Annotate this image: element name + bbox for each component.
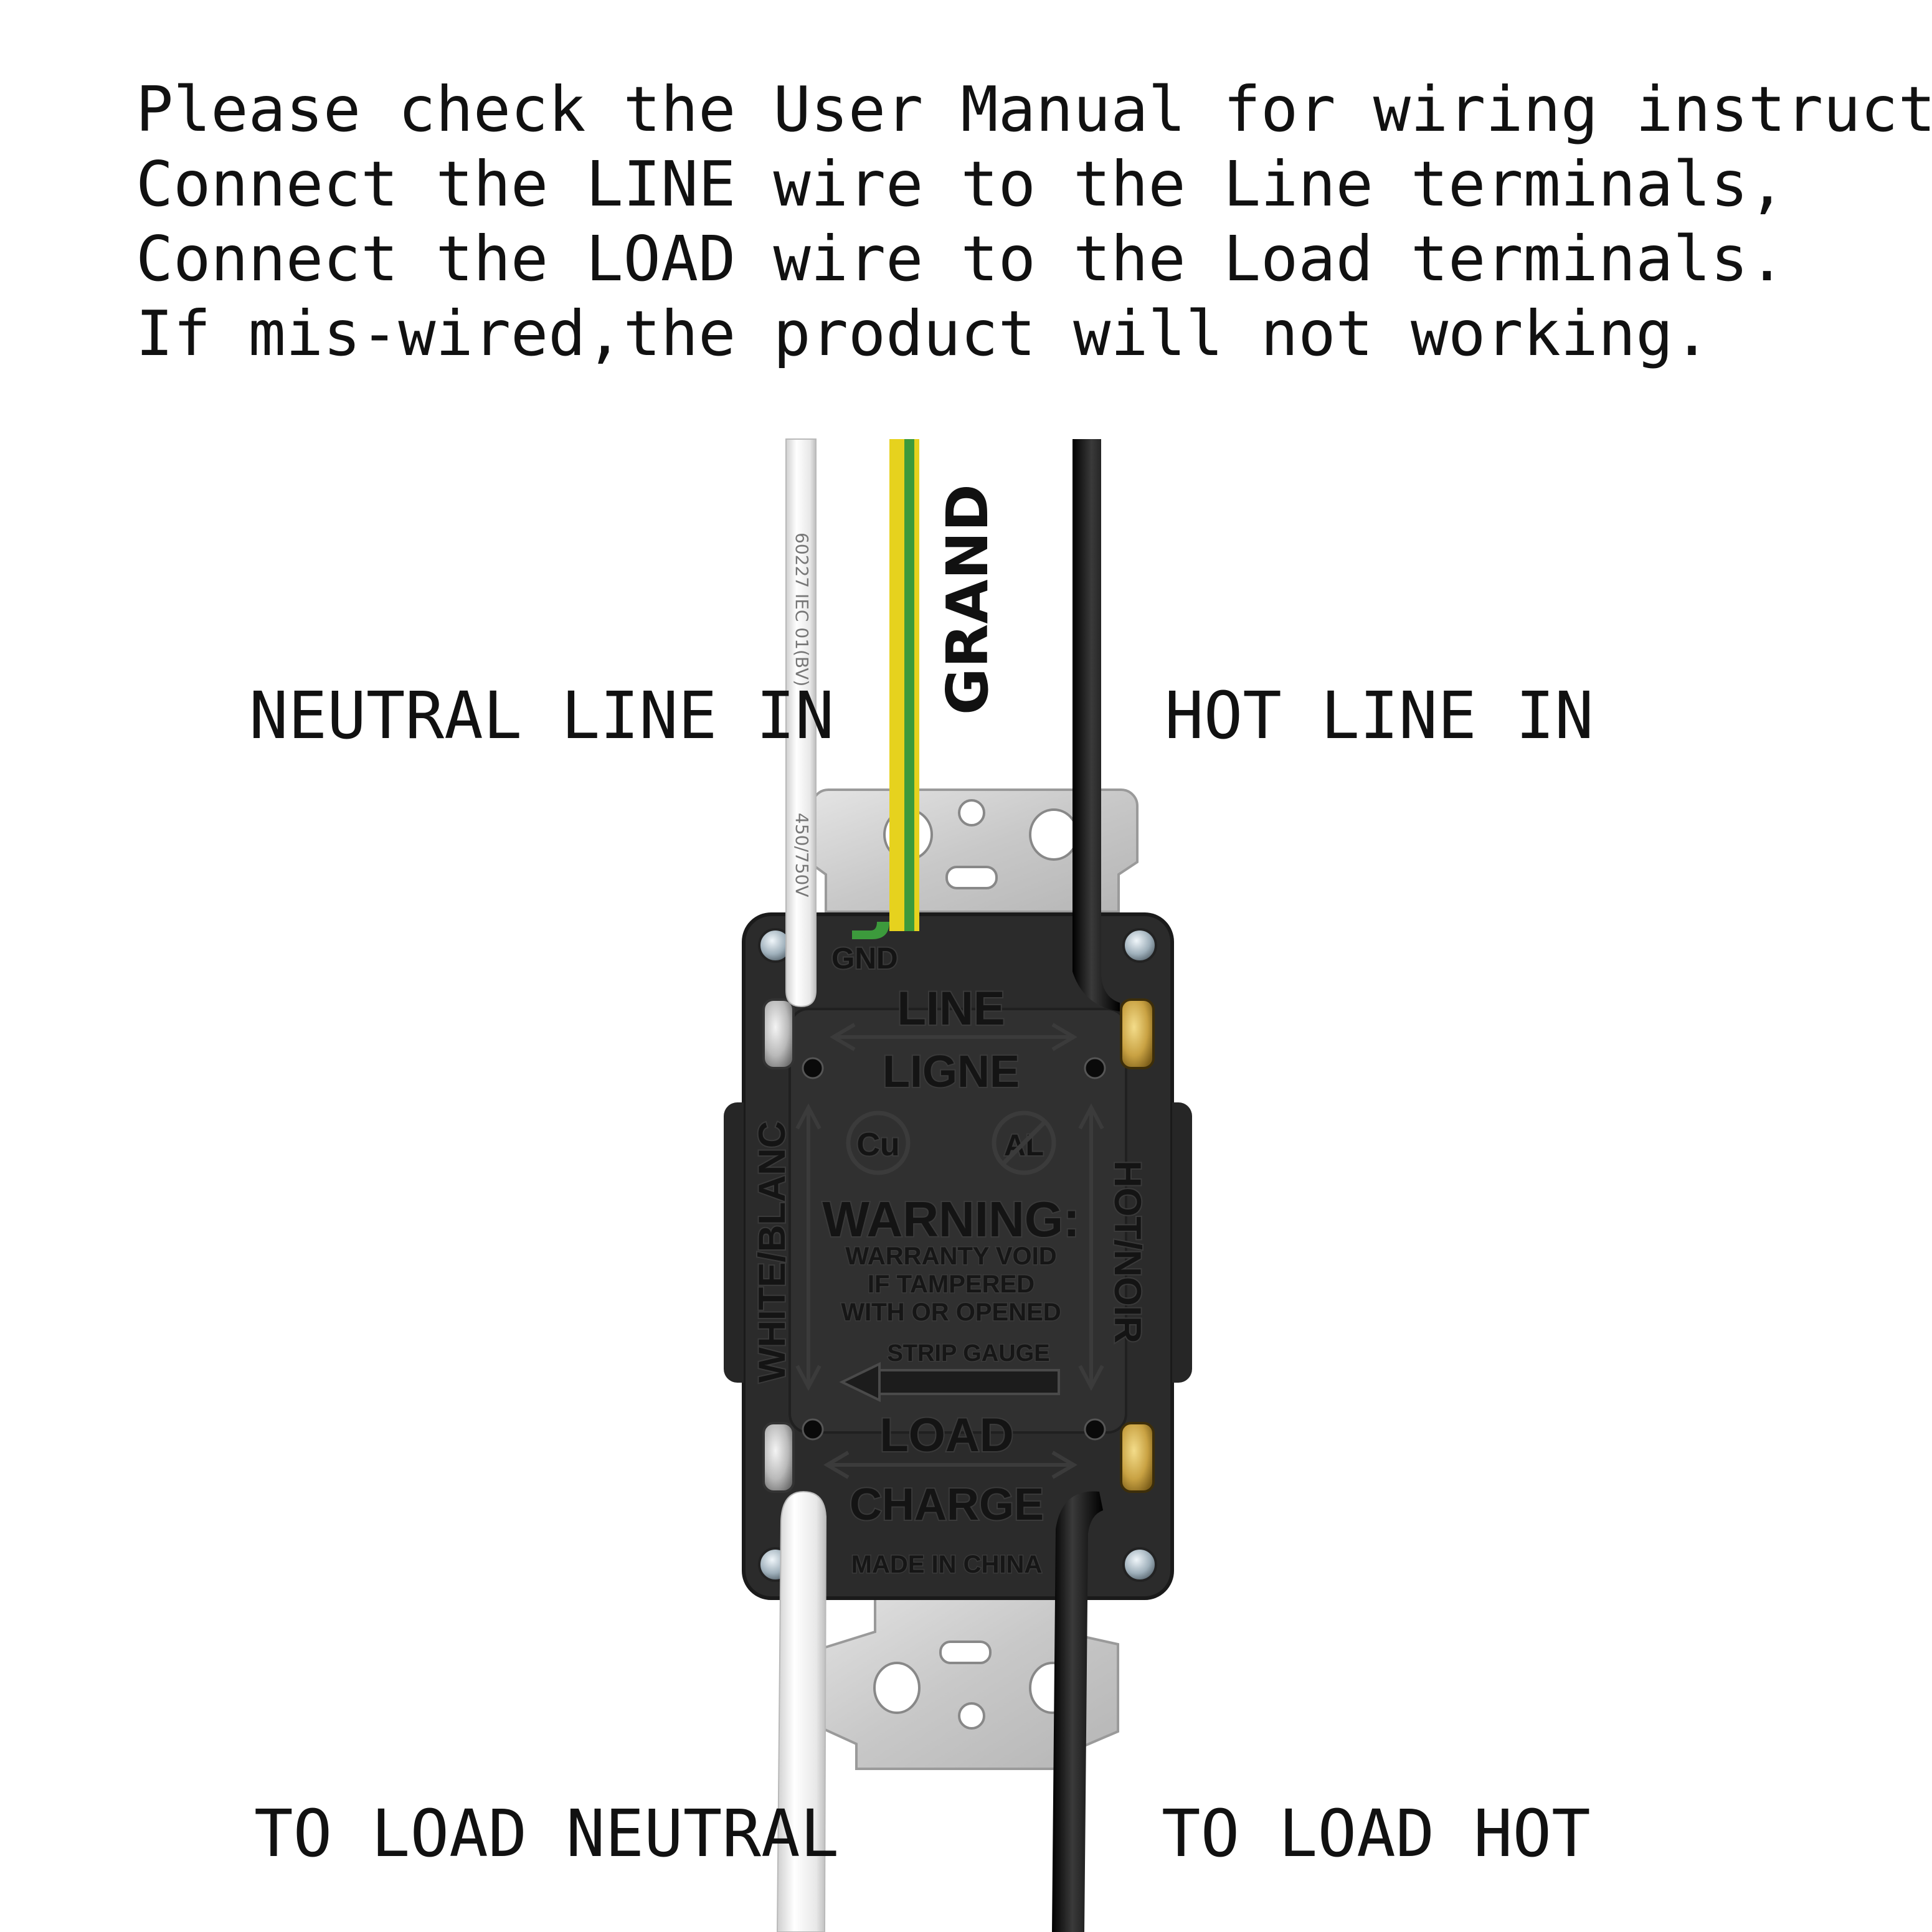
- hot-noir-arrow: [1078, 1103, 1104, 1391]
- to-load-neutral-label: TO LOAD NEUTRAL: [254, 1796, 839, 1872]
- warning-line-1: WARRANTY VOID: [845, 1243, 1056, 1270]
- instruction-line-1: Please check the User Manual for wiring …: [136, 73, 1932, 146]
- neutral-line-in-label: NEUTRAL LINE IN: [249, 678, 834, 754]
- neutral-line-terminal: [762, 998, 795, 1069]
- hot-noir-marking: HOT/NOIR: [1107, 1160, 1148, 1343]
- load-marking: LOAD: [879, 1409, 1013, 1462]
- svg-text:Cu: Cu: [856, 1127, 899, 1163]
- screw-top-right: [1122, 928, 1157, 963]
- charge-marking: CHARGE: [850, 1480, 1044, 1530]
- warning-line-2: IF TAMPERED: [868, 1271, 1035, 1298]
- strip-gauge-label: STRIP GAUGE: [887, 1340, 1049, 1366]
- white-blanc-marking: WHITE/BLANC: [751, 1121, 793, 1383]
- screw-bottom-right: [1122, 1547, 1157, 1582]
- hot-line-in-wire: [1073, 439, 1120, 1011]
- ground-wire: [852, 439, 919, 939]
- instruction-line-3: Connect the LOAD wire to the Load termin…: [136, 222, 1786, 295]
- warning-line-3: WITH OR OPENED: [841, 1299, 1061, 1326]
- al-prohibited-symbol: AL: [992, 1110, 1056, 1175]
- ground-label: GRAND: [934, 484, 1001, 715]
- made-in-marking: MADE IN CHINA: [851, 1551, 1043, 1578]
- to-load-hot-label: TO LOAD HOT: [1162, 1796, 1591, 1872]
- line-arrow: [830, 1023, 1077, 1051]
- line-marking: LINE: [897, 982, 1005, 1035]
- gfci-receptacle-back: GND LINE LIGNE Cu AL WHI: [724, 912, 1192, 1600]
- neutral-line-in-wire: 60227 IEC 01(BV) 450/750V: [785, 438, 817, 1008]
- white-blanc-arrow: [795, 1103, 822, 1391]
- hot-load-terminal: [1120, 1422, 1155, 1493]
- gnd-marking: GND: [831, 942, 898, 975]
- strip-gauge: [839, 1361, 1060, 1403]
- ligne-marking: LIGNE: [883, 1047, 1020, 1097]
- instruction-line-2: Connect the LINE wire to the Line termin…: [136, 148, 1786, 220]
- wire-print-spec: 60227 IEC 01(BV): [792, 533, 812, 686]
- instruction-line-4: If mis-wired,the product will not workin…: [136, 297, 1711, 370]
- load-arrow: [823, 1451, 1077, 1479]
- cu-symbol: Cu: [846, 1110, 911, 1175]
- hot-line-in-label: HOT LINE IN: [1165, 678, 1594, 754]
- instruction-block: Please check the User Manual for wiring …: [136, 73, 1932, 370]
- load-neutral-wire: [776, 1490, 827, 1932]
- load-hot-wire: [1052, 1491, 1103, 1932]
- neutral-load-terminal: [762, 1422, 795, 1493]
- warning-title: WARNING:: [822, 1191, 1079, 1247]
- hot-line-terminal: [1120, 998, 1155, 1069]
- wire-print-voltage: 450/750V: [792, 813, 812, 897]
